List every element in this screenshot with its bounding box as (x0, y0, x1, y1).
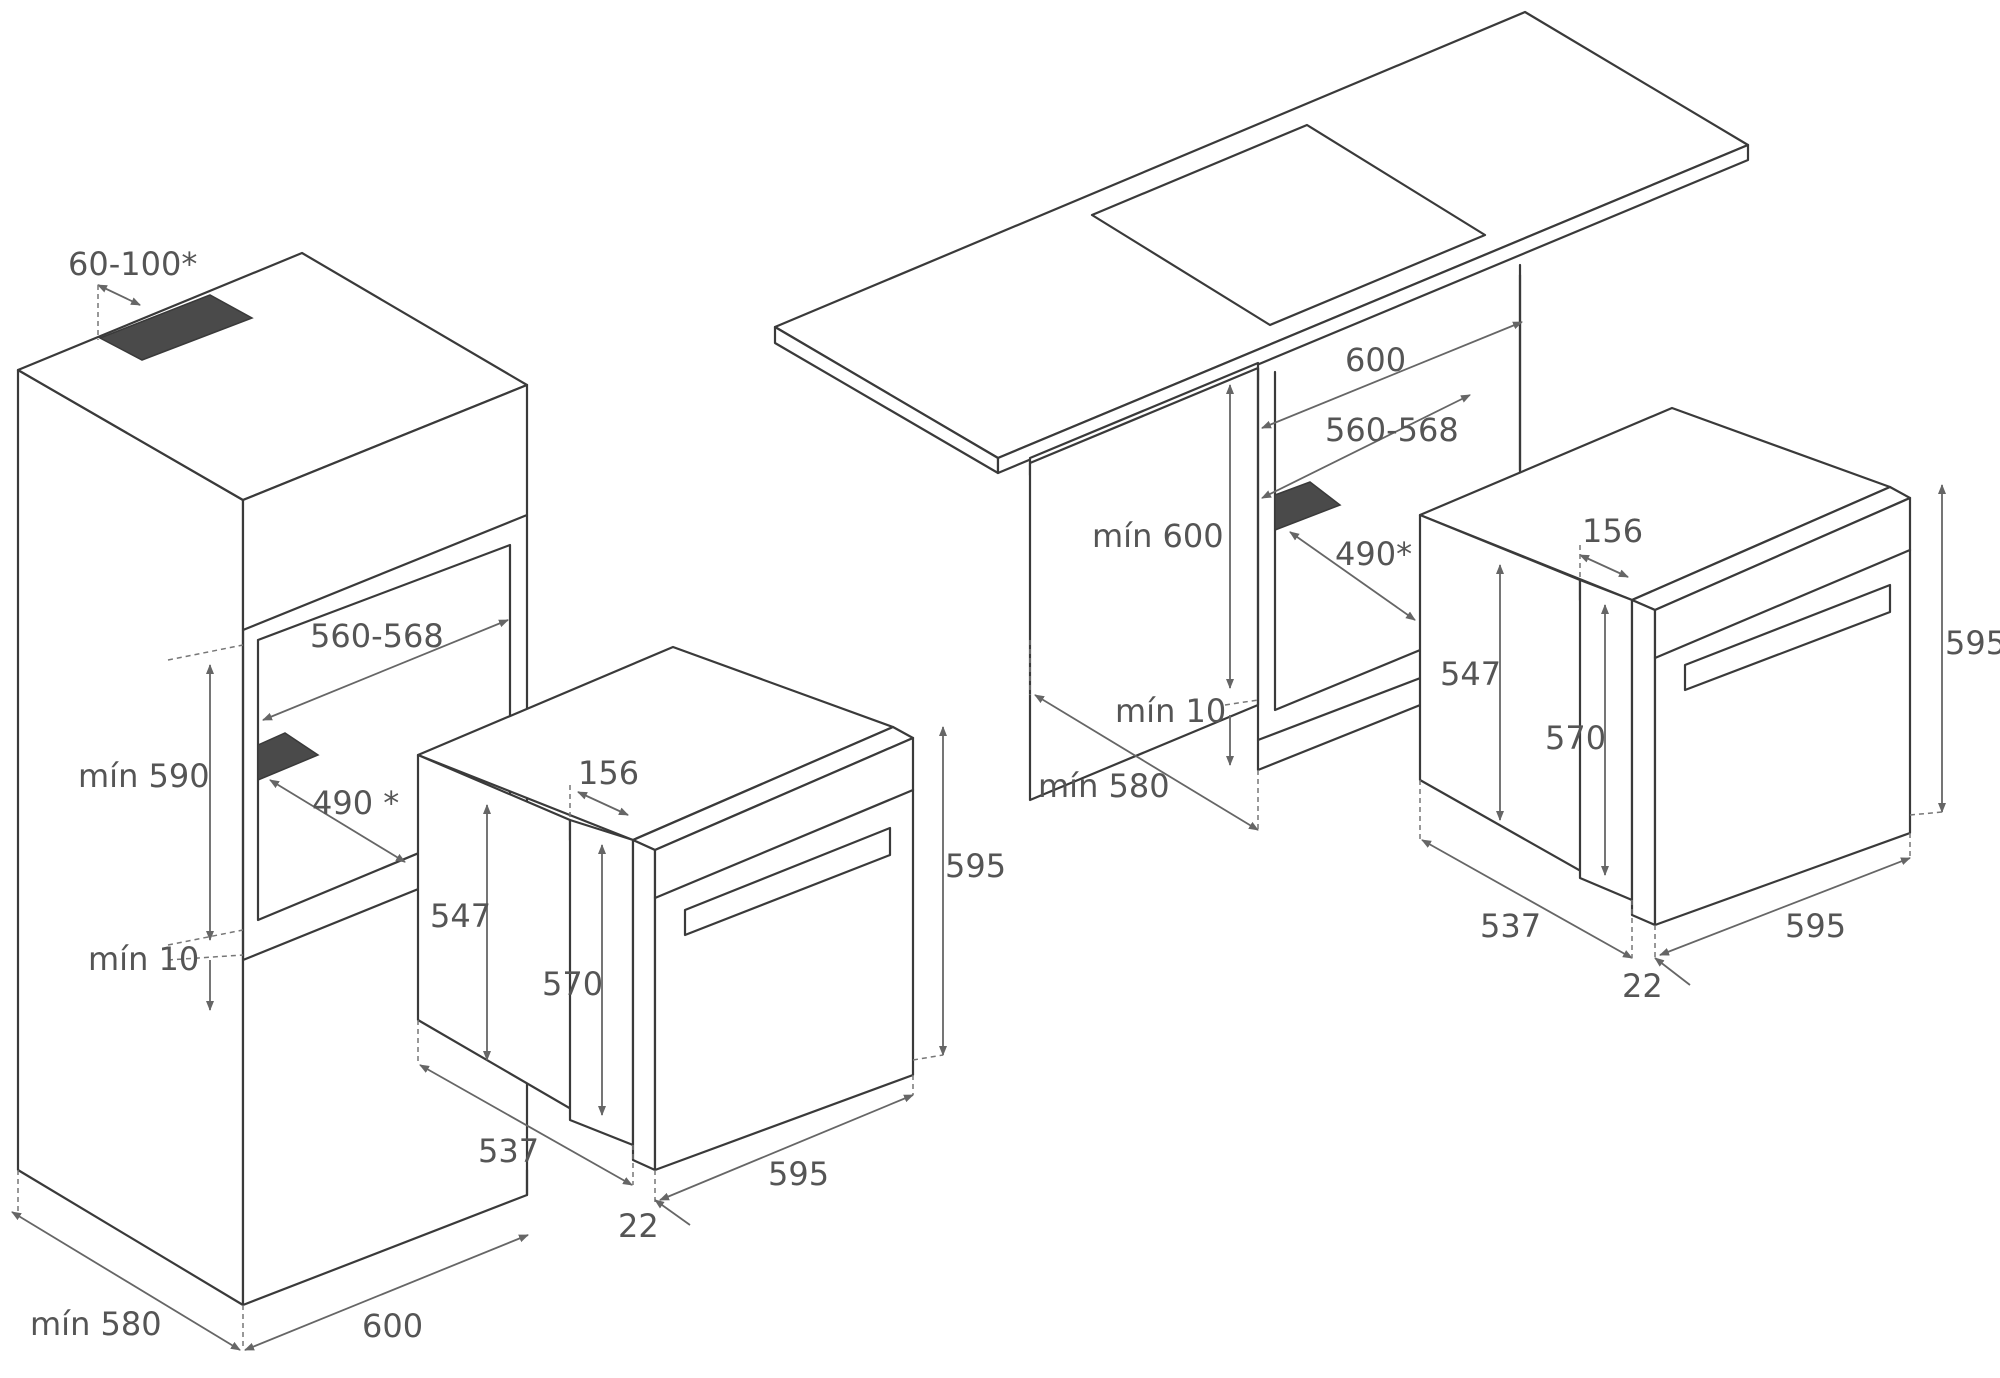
label-oven-top-offset: 156 (1582, 512, 1644, 550)
hob-cutout (1090, 123, 1487, 327)
label-niche-width: 560-568 (310, 617, 444, 655)
countertop-side-edge (996, 143, 1750, 475)
dim-oven-top-offset (1579, 554, 1629, 578)
countertop-installation (773, 10, 1750, 802)
dim-niche-width (262, 619, 509, 721)
left-dimensions (11, 284, 947, 1351)
label-oven-height: 595 (945, 847, 1007, 885)
label-oven-width: 595 (1785, 907, 1847, 945)
dim-vent-depth (1289, 531, 1416, 621)
label-front-thickness: 22 (618, 1207, 659, 1245)
label-niche-width: 560-568 (1325, 411, 1459, 449)
label-oven-frame-height: 570 (1545, 719, 1607, 757)
dim-vent-gap (97, 284, 141, 306)
dim-front-thickness (1654, 957, 1691, 986)
dim-oven-width (1659, 857, 1911, 956)
label-front-thickness: 22 (1622, 967, 1663, 1005)
dim-oven-width (659, 1094, 914, 1201)
label-oven-depth: 537 (478, 1132, 540, 1170)
label-oven-width: 595 (768, 1155, 830, 1193)
label-vent-gap: 60-100* (68, 245, 198, 283)
label-oven-body-height: 547 (1440, 655, 1502, 693)
dim-cabinet-width (244, 1234, 529, 1351)
label-niche-height: mín 600 (1092, 517, 1224, 555)
label-oven-height: 595 (1945, 624, 2000, 662)
dim-niche-width (1261, 394, 1471, 499)
label-oven-depth: 537 (1480, 907, 1542, 945)
niche-vent-opening (1274, 481, 1342, 532)
right-oven (1418, 406, 1912, 927)
top-vent-opening (98, 294, 254, 361)
label-gap-bottom: mín 10 (88, 940, 200, 978)
dim-front-thickness (654, 1199, 691, 1226)
niche-vent-opening (257, 732, 320, 782)
dim-vent-depth (269, 779, 406, 863)
label-cabinet-depth: mín 580 (30, 1305, 162, 1343)
right-dimensions (1029, 321, 1946, 986)
label-counter-width: 600 (1345, 341, 1407, 379)
oven-handle (1683, 583, 1892, 692)
dim-oven-depth (419, 1064, 633, 1186)
dim-oven-top-offset (577, 791, 629, 816)
label-gap-bottom: mín 10 (1115, 692, 1227, 730)
dim-cabinet-depth (1034, 694, 1259, 831)
tall-cabinet (16, 251, 529, 1307)
dim-cabinet-depth (11, 1211, 241, 1351)
label-oven-top-offset: 156 (578, 754, 640, 792)
oven-control-strip-line (1653, 548, 1912, 660)
label-niche-height: mín 590 (78, 757, 210, 795)
label-cabinet-width: 600 (362, 1307, 424, 1345)
label-cabinet-depth: mín 580 (1038, 767, 1170, 805)
label-oven-frame-height: 570 (542, 965, 604, 1003)
oven-control-strip-line (653, 788, 915, 900)
label-oven-body-height: 547 (430, 897, 492, 935)
label-vent-depth: 490 * (312, 784, 400, 822)
oven-front-side-edge (631, 838, 657, 1172)
oven-front-side-edge (1630, 598, 1657, 927)
label-vent-depth: 490* (1335, 535, 1413, 573)
oven-handle (683, 826, 892, 937)
dim-oven-depth (1421, 839, 1633, 959)
